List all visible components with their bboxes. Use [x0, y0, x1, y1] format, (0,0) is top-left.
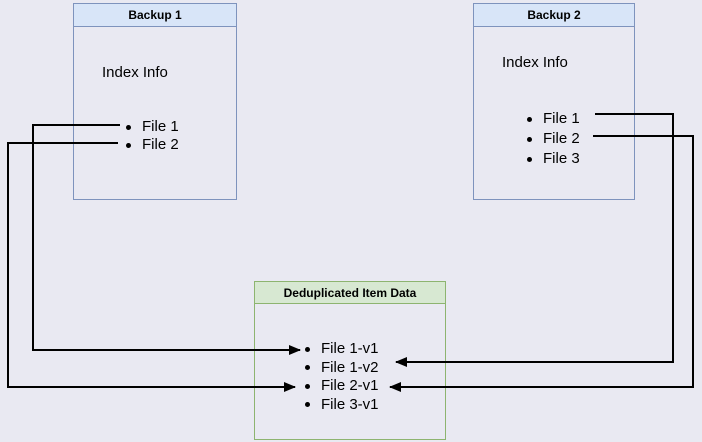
list-item: File 3 [527, 149, 580, 169]
list-item: File 2 [527, 129, 580, 149]
list-item: File 2 [126, 136, 179, 154]
backup1-header: Backup 1 [74, 4, 236, 27]
list-item: File 1 [527, 109, 580, 129]
list-item: File 2-v1 [305, 377, 379, 396]
backup1-index-info-label: Index Info [102, 64, 168, 81]
backup1-box: Backup 1 Index Info File 1 File 2 [73, 3, 237, 200]
dedup-title: Deduplicated Item Data [283, 285, 417, 300]
dedup-header: Deduplicated Item Data [255, 282, 445, 304]
dedup-file-list: File 1-v1 File 1-v2 File 2-v1 File 3-v1 [305, 340, 379, 414]
backup2-index-info-label: Index Info [502, 54, 568, 71]
list-item: File 1-v2 [305, 359, 379, 378]
backup2-file-list: File 1 File 2 File 3 [527, 109, 580, 169]
backup2-header: Backup 2 [474, 4, 634, 27]
backup2-title: Backup 2 [527, 8, 581, 22]
list-item: File 1 [126, 118, 179, 136]
list-item: File 1-v1 [305, 340, 379, 359]
backup2-box: Backup 2 Index Info File 1 File 2 File 3 [473, 3, 635, 200]
dedup-box: Deduplicated Item Data File 1-v1 File 1-… [254, 281, 446, 440]
backup1-file-list: File 1 File 2 [126, 118, 179, 154]
backup1-title: Backup 1 [128, 8, 182, 22]
list-item: File 3-v1 [305, 396, 379, 415]
